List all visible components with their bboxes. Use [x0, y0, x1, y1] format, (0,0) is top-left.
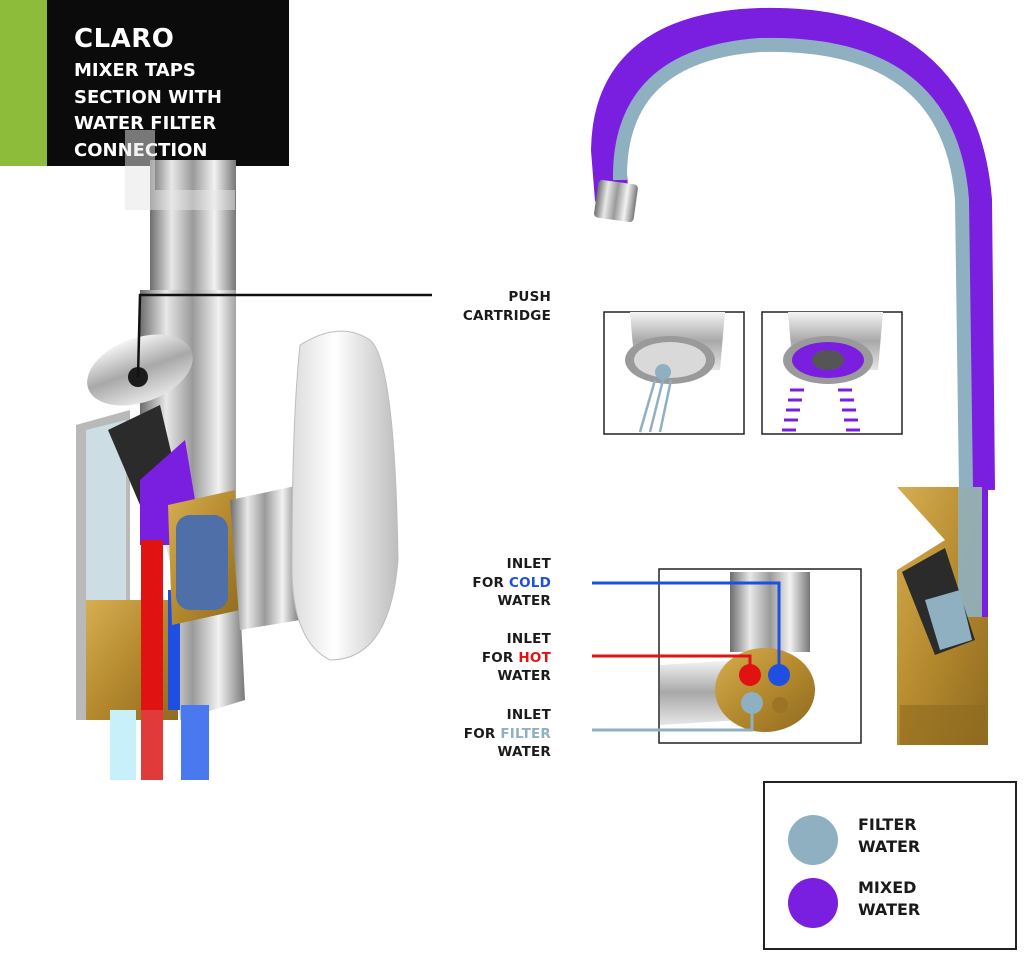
legend: FILTER WATER MIXED WATER: [763, 781, 1017, 950]
push-cartridge-line2: CARTRIDGE: [462, 307, 551, 324]
lever-base: [230, 485, 300, 630]
aerator-mixed-box: [761, 311, 903, 435]
spout-outlet: [594, 179, 638, 223]
legend-filter-line1: FILTER: [858, 815, 917, 834]
push-cartridge-leader: [136, 293, 432, 378]
left-tap-section: [76, 130, 399, 780]
cold-inlet-prefix: FOR: [472, 574, 509, 591]
filter-inlet-line1: INLET: [506, 707, 551, 723]
cold-feed-pipe: [181, 705, 209, 780]
spout-neck: [150, 160, 236, 300]
hot-inlet-line2: FOR HOT: [440, 649, 551, 668]
legend-filter-label: FILTER WATER: [858, 814, 920, 858]
push-cartridge-label: PUSH CARTRIDGE: [440, 288, 551, 325]
cold-inlet-line2: FOR COLD: [440, 574, 551, 593]
legend-filter-swatch: [788, 815, 838, 865]
filter-inlet-line3: WATER: [497, 744, 551, 760]
gooseneck-filter: [612, 37, 973, 491]
title-block: CLARO MIXER TAPS SECTION WITH WATER FILT…: [47, 0, 289, 166]
page-subtitle: MIXER TAPS SECTION WITH WATER FILTER CON…: [74, 60, 222, 161]
cold-inlet-line1: INLET: [506, 556, 551, 572]
filter-leader: [592, 703, 754, 732]
cold-leader: [592, 581, 781, 675]
aerator-filter-box: [603, 311, 745, 435]
hot-highlight: HOT: [518, 649, 551, 666]
right-base-thread: [900, 705, 986, 745]
filter-feed-pipe: [110, 710, 136, 780]
hot-inlet-line3: WATER: [497, 668, 551, 684]
push-cartridge-line1: PUSH: [508, 289, 551, 305]
brass-base: [86, 600, 178, 720]
filter-inlet-prefix: FOR: [463, 725, 501, 742]
legend-mixed-label: MIXED WATER: [858, 877, 920, 921]
hot-feed-pipe: [141, 710, 163, 780]
right-filter-channel: [958, 487, 982, 617]
filter-inlet-line2: FOR FILTER: [440, 725, 551, 744]
right-cartridge-filter: [925, 590, 972, 650]
right-mixed-channel: [982, 487, 988, 617]
cold-inlet-line3: WATER: [497, 593, 551, 609]
gooseneck-mixed: [590, 7, 995, 491]
legend-mixed-line1: MIXED: [858, 878, 917, 897]
page-title: CLARO: [74, 24, 175, 54]
filter-inlet-label: INLET FOR FILTER WATER: [440, 706, 551, 762]
right-tap-section: [590, 7, 995, 745]
legend-mixed-line2: WATER: [858, 900, 921, 919]
accent-bar: [0, 0, 47, 166]
hot-leader: [592, 654, 752, 675]
legend-mixed-swatch: [788, 878, 838, 928]
hot-inlet-label: INLET FOR HOT WATER: [440, 630, 551, 686]
watermark-logo: [125, 130, 235, 210]
legend-filter-line2: WATER: [858, 837, 921, 856]
filter-highlight: FILTER: [500, 725, 551, 742]
mixer-drum: [176, 515, 228, 610]
hot-inlet-prefix: FOR: [481, 649, 519, 666]
lever-handle: [291, 330, 399, 661]
hot-inlet-line1: INLET: [506, 631, 551, 647]
cold-highlight: COLD: [509, 574, 551, 591]
cold-inlet-label: INLET FOR COLD WATER: [440, 555, 551, 611]
